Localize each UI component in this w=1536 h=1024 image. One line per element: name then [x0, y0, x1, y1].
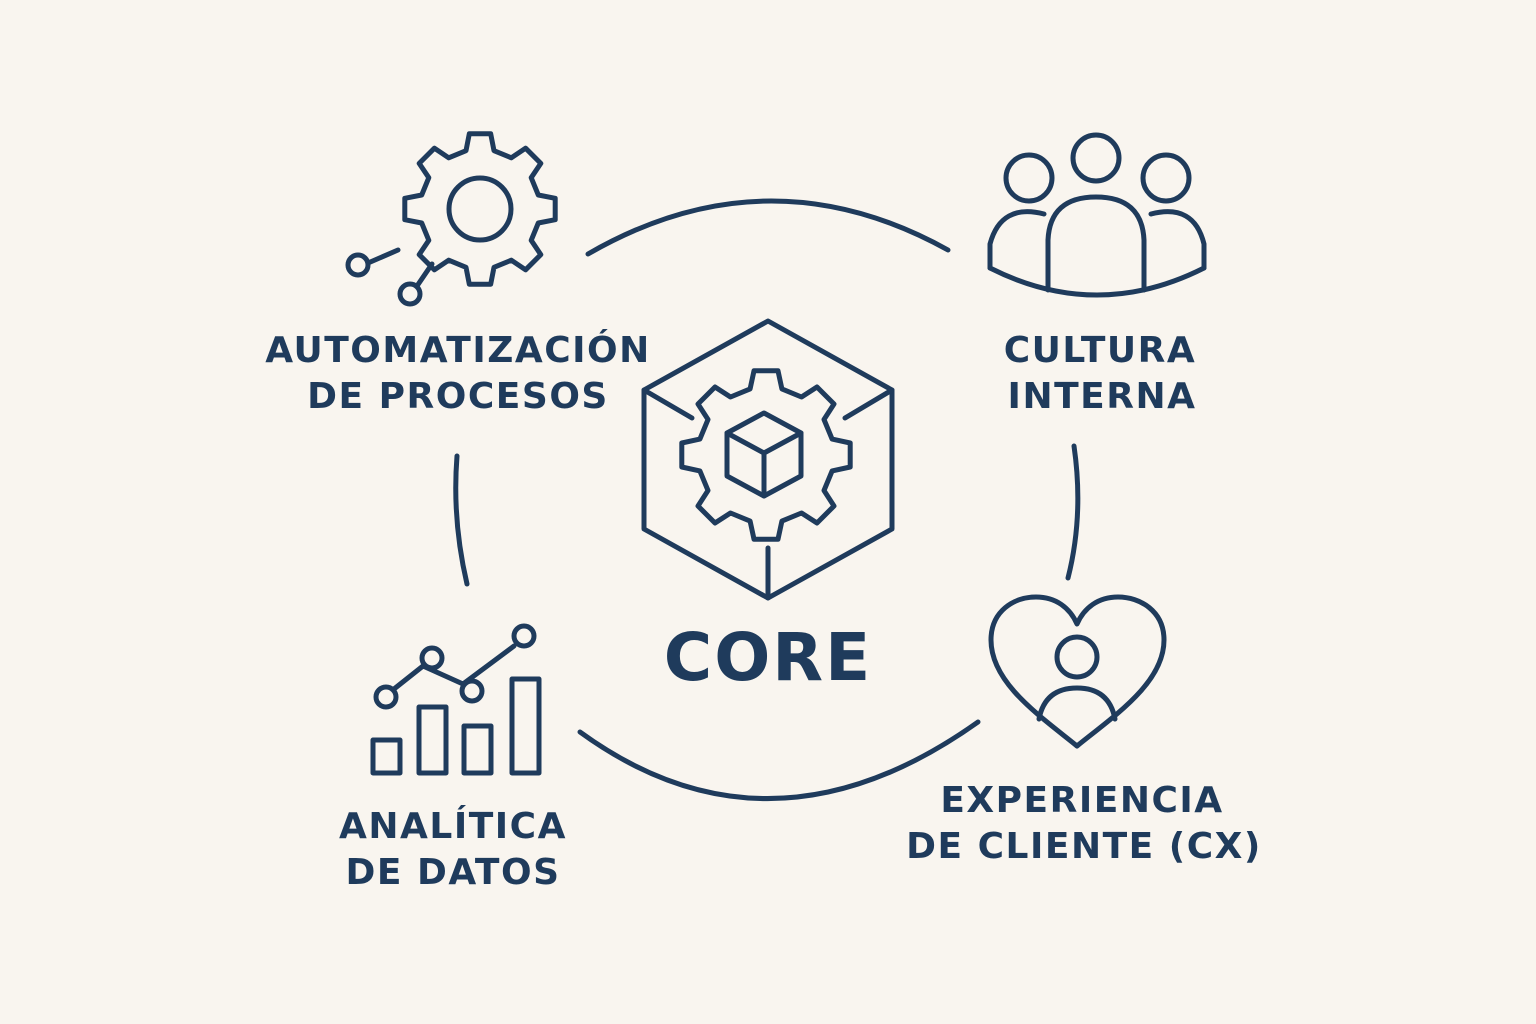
cx-label-line1: EXPERIENCIA	[940, 780, 1223, 821]
automation-label-line1: AUTOMATIZACIÓN	[265, 329, 651, 371]
culture-label-line2: INTERNA	[1008, 376, 1197, 417]
arc-left	[453, 453, 470, 587]
heart-person-icon	[988, 594, 1167, 749]
connector-arcs	[453, 198, 1081, 801]
arc-top	[585, 198, 951, 257]
core-label: CORE	[664, 619, 872, 696]
gear-outline	[679, 368, 853, 542]
gear-icon	[679, 368, 853, 542]
cube-icon	[724, 410, 804, 499]
bar-chart-trend-icon	[370, 623, 542, 776]
analytics-label-line1: ANALÍTICA	[339, 805, 567, 847]
cx-label-line2: DE CLIENTE (CX)	[906, 826, 1262, 867]
hexagon-gear-cube-icon	[641, 318, 895, 601]
arc-bottom	[577, 719, 981, 801]
analytics-label-line2: DE DATOS	[345, 852, 560, 893]
gear-network-icon	[345, 131, 558, 307]
arc-right	[1065, 443, 1081, 581]
culture-label-line1: CULTURA	[1004, 330, 1197, 371]
automation-label-line2: DE PROCESOS	[307, 376, 609, 417]
gear-icon	[402, 131, 558, 287]
people-group-icon	[987, 132, 1207, 298]
gear-outline	[402, 131, 558, 287]
